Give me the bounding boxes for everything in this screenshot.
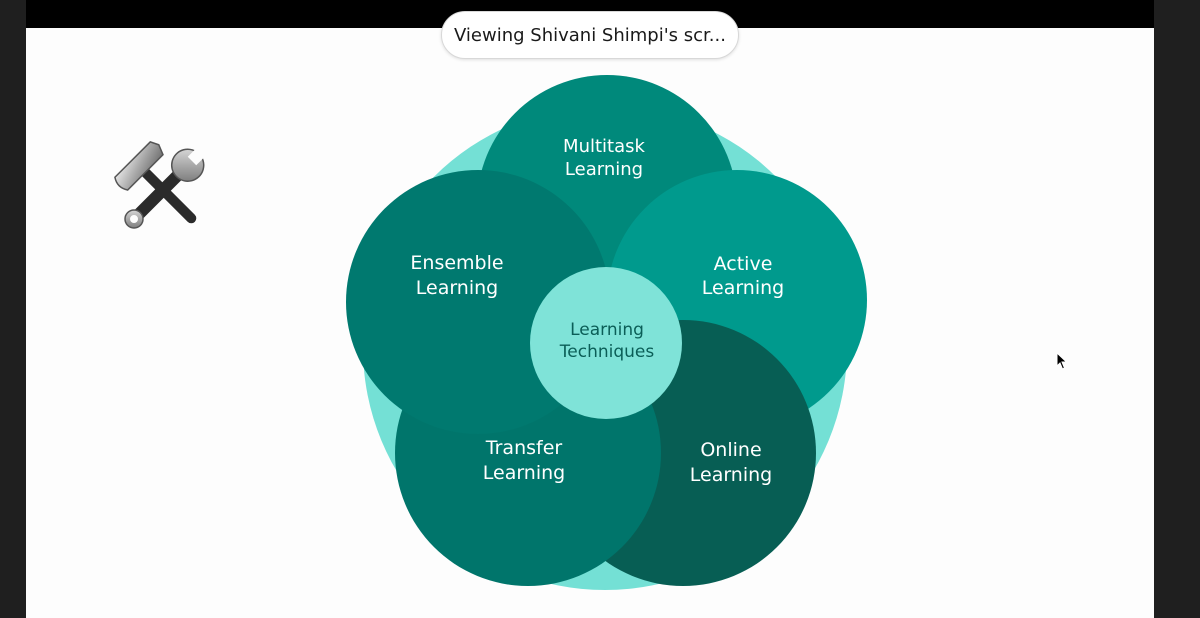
center-label-line1: Learning — [570, 320, 644, 340]
petal-multitask-label-line2: Learning — [565, 159, 643, 180]
petal-active-label-line1: Active — [714, 253, 773, 275]
screen-share-viewing-banner[interactable]: Viewing Shivani Shimpi's scr... — [441, 11, 739, 59]
window-frame-left — [0, 0, 26, 618]
petal-active-label-line2: Learning — [702, 277, 785, 299]
hammer-and-wrench-icon — [108, 135, 218, 245]
petal-online-label-line1: Online — [700, 439, 761, 461]
petal-online-label-line2: Learning — [690, 464, 773, 486]
petal-ensemble-label-line2: Learning — [416, 277, 499, 299]
petal-ensemble-label-line1: Ensemble — [410, 252, 503, 274]
center-circle — [530, 267, 682, 419]
mouse-pointer-icon — [1056, 352, 1068, 370]
petal-transfer-label-line2: Learning — [483, 462, 566, 484]
petal-multitask-label-line1: Multitask — [563, 136, 645, 157]
center-label-line2: Techniques — [559, 342, 655, 362]
petal-transfer-label-line1: Transfer — [485, 437, 563, 459]
window-frame-right — [1154, 0, 1200, 618]
